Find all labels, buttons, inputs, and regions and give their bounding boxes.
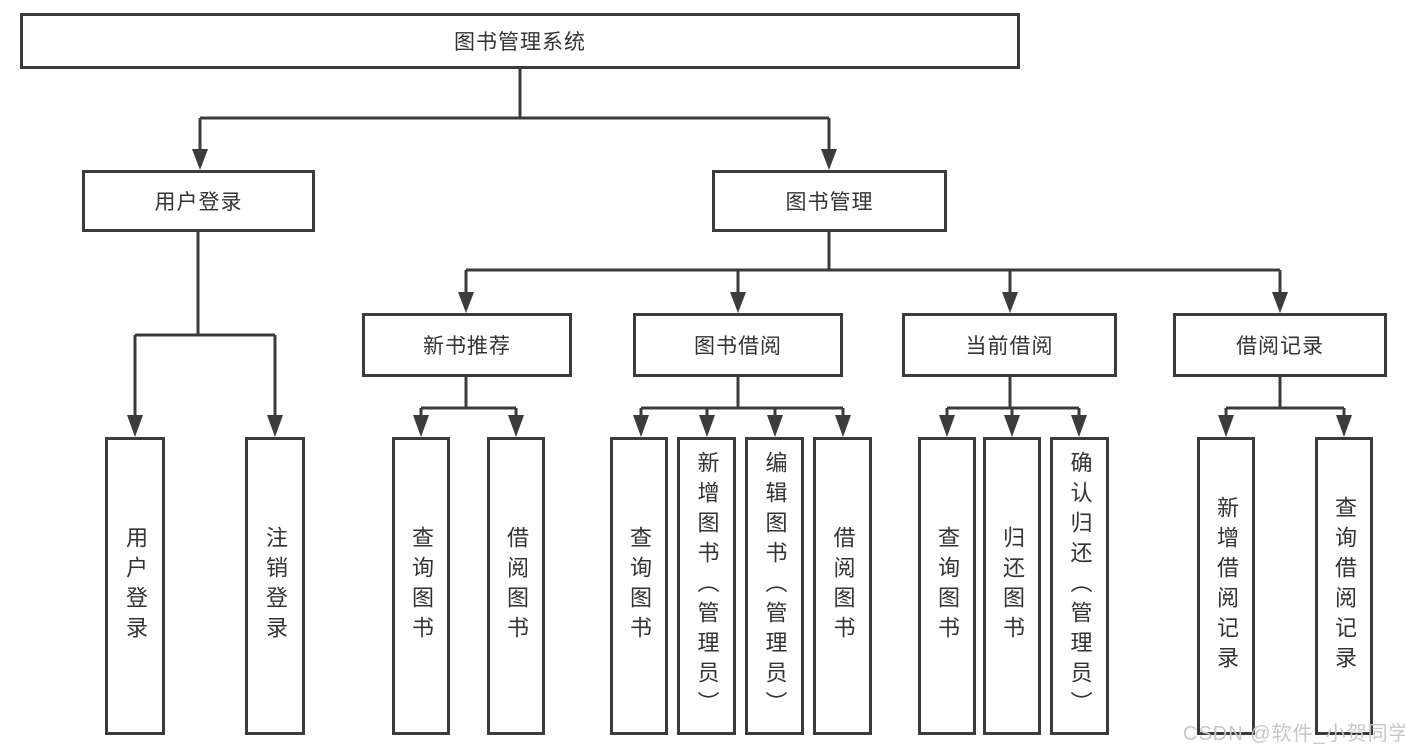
- node-current-borrowing: 当前借阅: [902, 313, 1117, 377]
- leaf-confirm-return-admin: 确认归还（管理员）: [1050, 437, 1109, 735]
- connector-current-borrow-split: [945, 377, 1081, 418]
- connector-book-borrow-split: [639, 377, 845, 418]
- connector-book-mgmt-split: [464, 232, 1282, 294]
- node-borrowing-records: 借阅记录: [1173, 313, 1387, 377]
- node-new-book-recommend: 新书推荐: [362, 313, 572, 377]
- leaf-add-books-admin: 新增图书（管理员）: [677, 437, 736, 735]
- connector-new-book-rec-split: [419, 377, 518, 418]
- leaf-query-borrow-record: 查询借阅记录: [1315, 437, 1373, 735]
- leaf-borrow-books: 借阅图书: [487, 437, 545, 735]
- leaf-query-books: 查询图书: [918, 437, 976, 735]
- node-book-management: 图书管理: [712, 170, 947, 232]
- connector-borrow-records-split: [1224, 377, 1346, 418]
- node-library-system: 图书管理系统: [20, 13, 1020, 69]
- node-user-login: 用户登录: [82, 170, 315, 232]
- leaf-return-books: 归还图书: [983, 437, 1041, 735]
- leaf-borrow-books: 借阅图书: [813, 437, 872, 735]
- leaf-logout: 注销登录: [245, 437, 305, 735]
- leaf-query-books: 查询图书: [392, 437, 450, 735]
- csdn-watermark: CSDN @软件_小贺同学: [1183, 723, 1405, 745]
- arrowheads: [127, 149, 1352, 437]
- leaf-user-login: 用户登录: [105, 437, 165, 735]
- leaf-add-borrow-record: 新增借阅记录: [1197, 437, 1255, 735]
- leaf-edit-books-admin: 编辑图书（管理员）: [745, 437, 804, 735]
- leaf-query-books: 查询图书: [610, 437, 668, 735]
- connector-user-login-split: [133, 232, 277, 418]
- connector-root-split: [198, 69, 831, 151]
- node-book-borrowing: 图书借阅: [633, 313, 843, 377]
